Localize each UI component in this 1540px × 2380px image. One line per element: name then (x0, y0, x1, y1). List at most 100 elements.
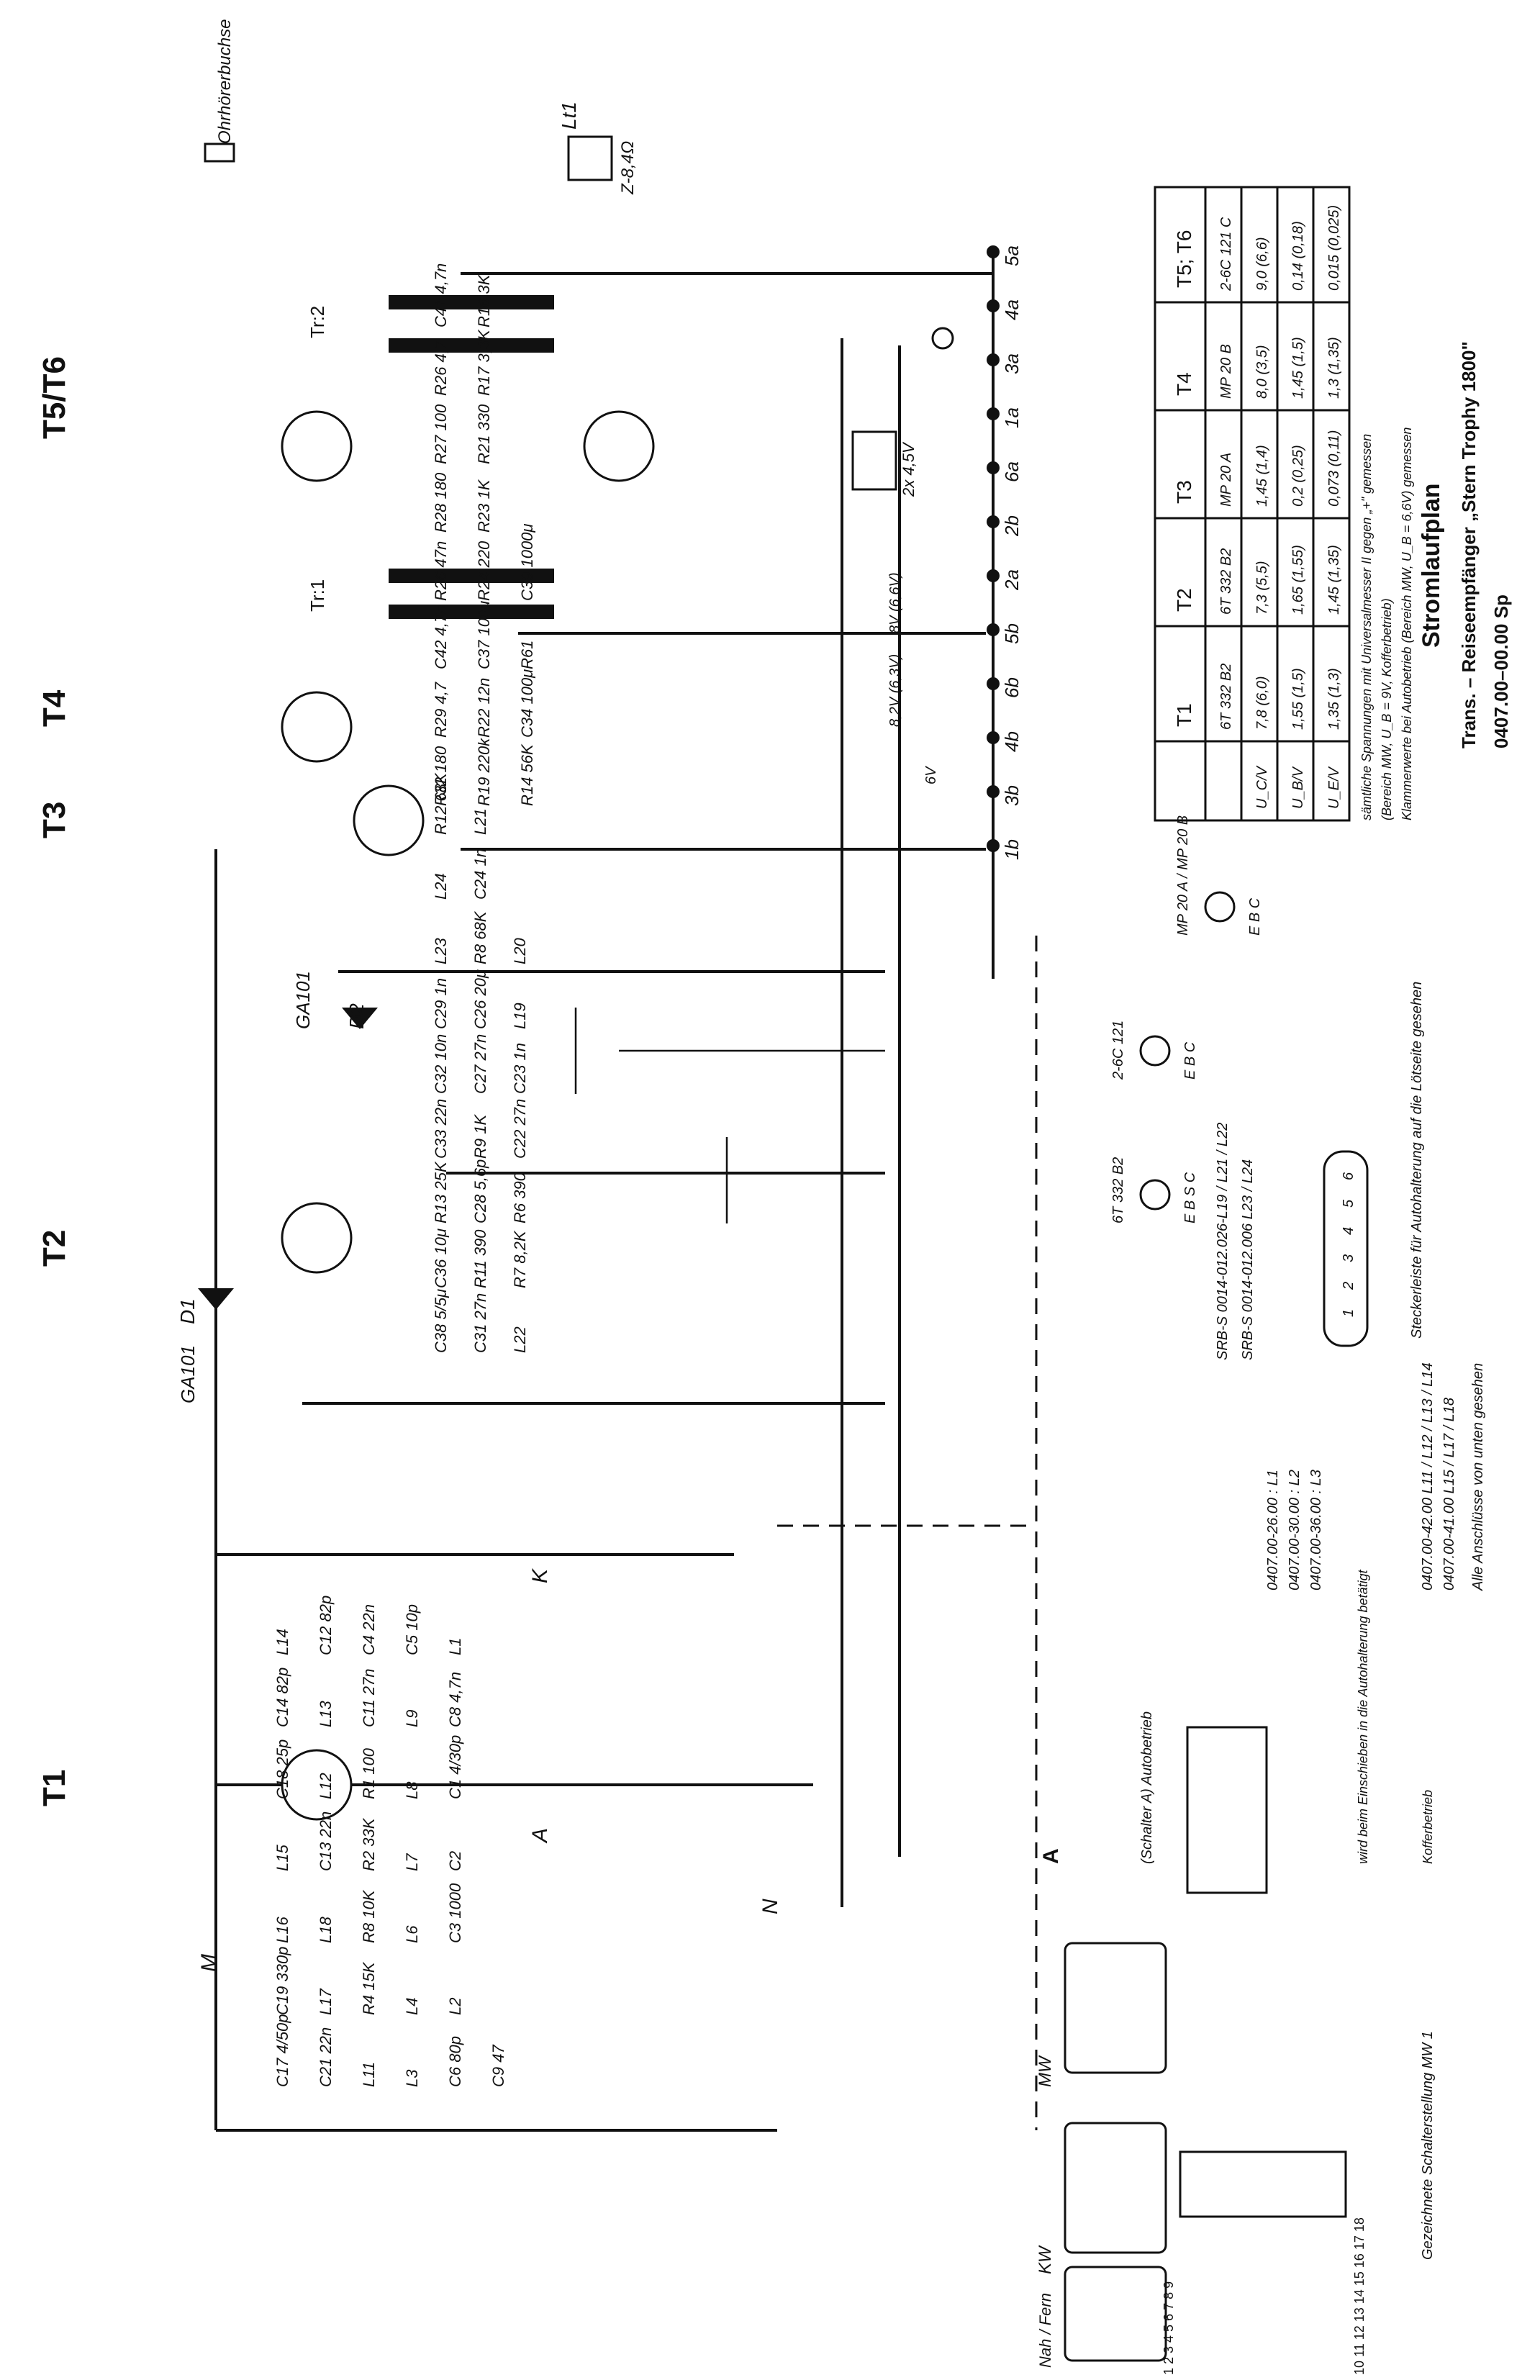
component-label: C17 4/50p (273, 2014, 291, 2087)
pinout-icon (1139, 1035, 1171, 1067)
component-label: L7 (403, 1853, 421, 1871)
table-cell: 1,45 (1,35) (1326, 545, 1342, 615)
terminal-dot (987, 677, 1000, 690)
component-label: R21 330 (475, 404, 493, 464)
component-label: L18 (317, 1917, 335, 1943)
component-label: R8 68K (471, 910, 489, 964)
terminal-label: 6b (1001, 677, 1023, 698)
component-label: C37 100μ (475, 601, 493, 669)
coil-set-line: 0407.00-41.00 L15 / L17 / L18 (1441, 1398, 1457, 1591)
terminal-label: 1a (1001, 407, 1023, 428)
terminal-dot (987, 623, 1000, 636)
bus-wires (214, 252, 1038, 2132)
component-label: L15 (273, 1845, 291, 1871)
switch-header: A (1039, 1848, 1063, 1864)
terminal-dot (987, 299, 1000, 312)
component-label: L13 (317, 1701, 335, 1727)
component-label: C9 47 (489, 2045, 507, 2087)
component-label: R22 12n (475, 678, 493, 738)
connector-pin-label: 1 (1341, 1309, 1356, 1317)
component-label: C11 27n (360, 1668, 378, 1727)
table-cell: 7,8 (6,0) (1254, 677, 1270, 730)
title: Stromlaufplan (1418, 483, 1445, 648)
table-cell: U_B/V (1290, 766, 1306, 809)
transistor-t4 (281, 691, 353, 763)
table-cell: U_E/V (1326, 766, 1342, 809)
component-label: L20 (511, 938, 529, 964)
diode-d2-type: GA101 (292, 971, 314, 1029)
component-label: R26 47n (432, 541, 450, 601)
table-cell: 1,45 (1,4) (1254, 445, 1270, 507)
diode-d2-label: D2 (345, 1003, 368, 1029)
connector-pin-label: 4 (1341, 1227, 1356, 1235)
component-label: L4 (403, 1998, 421, 2015)
component-label: C4 22n (360, 1604, 378, 1655)
table-cell: U_C/V (1254, 765, 1270, 809)
pinout-pins: E B C (1247, 897, 1263, 936)
pinout-type: 6T 332 B2 (1110, 1157, 1126, 1223)
transistor-t1 (281, 1749, 353, 1821)
connector-pin-label: 3 (1341, 1254, 1356, 1262)
table-cell: 1,45 (1,5) (1290, 337, 1306, 399)
coil-set-line: SRB-S 0014-012.026-L19 / L21 / L22 (1215, 1123, 1231, 1360)
terminal-label: 2b (1001, 515, 1023, 537)
component-label: R61 (518, 641, 536, 669)
component-label: L3 (403, 2069, 421, 2087)
component-label: R11 390 (471, 1229, 489, 1288)
header-t4: T4 (37, 689, 72, 727)
coil-set-line: Alle Anschlüsse von unten gesehen (1470, 1363, 1486, 1591)
component-label: C31 27n (471, 1293, 489, 1353)
pinout-type: 2-6C 121 (1110, 1021, 1126, 1080)
pin-numbers-row-2: 10 11 12 13 14 15 16 17 18 (1352, 2217, 1367, 2375)
component-label: R9 1K (471, 1114, 489, 1159)
speaker-ref: Lt1 (558, 101, 580, 130)
component-label: R28 180 (432, 472, 450, 533)
component-label: C2 (446, 1851, 464, 1871)
terminal-label: 4a (1001, 299, 1023, 320)
header-t5-t6: T5/T6 (37, 356, 72, 439)
speaker-icon (567, 135, 613, 181)
terminal-label: 4b (1001, 731, 1023, 752)
connector-pin-label: 2 (1341, 1282, 1356, 1290)
component-label: R2 33K (360, 1817, 378, 1871)
terminal-label: 2a (1001, 569, 1023, 591)
table-cell: 1,35 (1,3) (1326, 668, 1342, 730)
band-knob-nah-fern (1064, 2266, 1167, 2362)
component-label: C27 27n (471, 1034, 489, 1094)
terminal-dot (987, 407, 1000, 420)
supply-label-1: 8V (6,6V) (887, 573, 903, 633)
component-label: C26 20μ (471, 969, 489, 1029)
switch-body-a (1186, 1726, 1268, 1894)
connector-strip-icon (1323, 1150, 1369, 1347)
table-header-cell: T2 (1173, 588, 1195, 612)
component-label: R29 4,7 (432, 682, 450, 738)
component-label: C39 1000μ (518, 524, 536, 601)
switch-note: (Schalter A) Autobetrieb (1139, 1711, 1155, 1864)
component-label: C38 5/5μ (432, 1289, 450, 1353)
table-cell: 0,015 (0,025) (1326, 205, 1342, 291)
component-label: L14 (273, 1629, 291, 1655)
component-label: R19 220k (475, 738, 493, 806)
transistors (281, 410, 655, 1821)
table-footnote-line: sämtliche Spannungen mit Universalmesser… (1359, 434, 1374, 820)
terminal-label: 5b (1001, 623, 1023, 644)
component-label: C14 82p (273, 1668, 291, 1727)
table-header-cell: T5; T6 (1173, 230, 1195, 288)
component-label: C21 22n (317, 2027, 335, 2087)
diode-d1-icon (198, 1288, 234, 1310)
transistor-t6 (583, 410, 655, 482)
transistor-t3 (353, 784, 425, 856)
table-cell: 1,55 (1,5) (1290, 668, 1306, 730)
component-label: L6 (403, 1925, 421, 1943)
component-label: C12 82p (317, 1596, 335, 1655)
transformers: Tr:2 Tr:1 (307, 295, 554, 619)
component-label: R16 3K (475, 273, 493, 327)
component-label: L8 (403, 1781, 421, 1799)
header-t1: T1 (37, 1770, 72, 1806)
component-label: C8 4,7n (446, 1672, 464, 1727)
switch-pin-strip (1179, 2150, 1347, 2218)
diodes: D1 GA101 D2 GA101 (176, 971, 378, 1403)
diode-d1-type: GA101 (177, 1345, 199, 1403)
